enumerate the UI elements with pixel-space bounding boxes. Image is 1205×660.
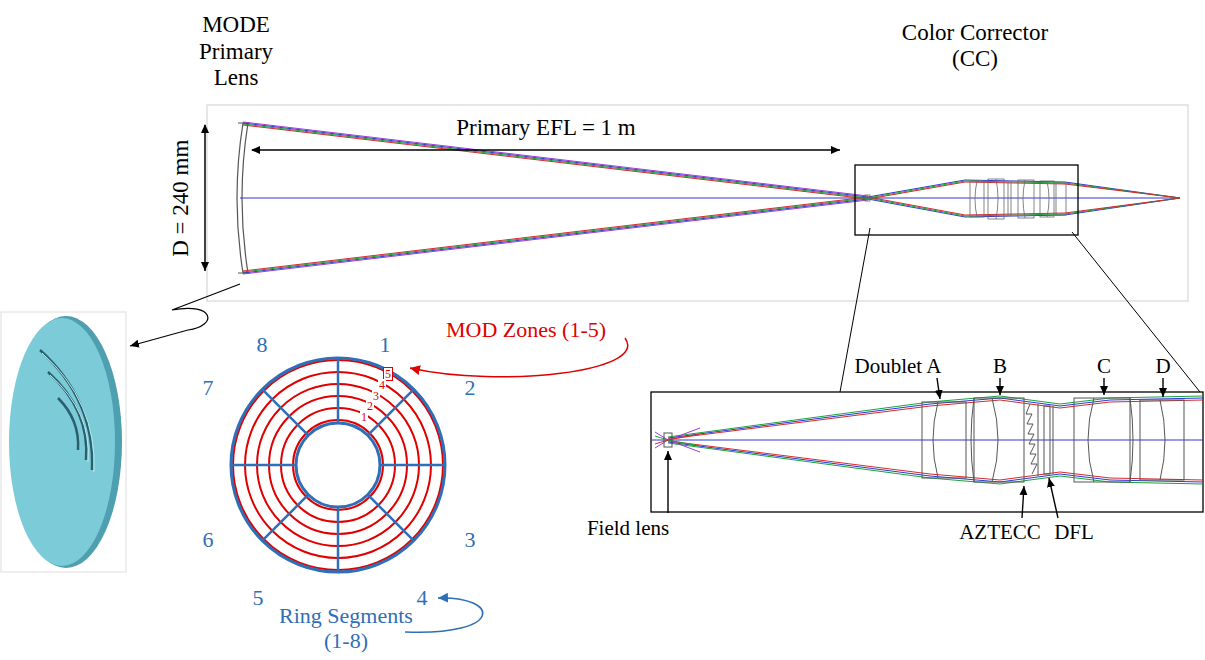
segment-divider: [231, 464, 296, 467]
diameter-dimension: [204, 125, 206, 271]
segment-number: 7: [203, 375, 214, 400]
part-label: B: [993, 354, 1007, 378]
zone-number: 1: [360, 411, 368, 423]
zoom-lenses: [664, 398, 1184, 482]
dimension-label: D = 240 mm: [169, 139, 195, 256]
segment-divider: [337, 507, 340, 572]
segment-number: 3: [465, 527, 476, 552]
zones-pointer: [410, 338, 628, 377]
segment-number: 5: [253, 585, 264, 610]
part-title: MODE Primary Lens: [190, 12, 282, 91]
zoom-panel: [651, 392, 1203, 512]
zoom-rays: [651, 396, 1203, 484]
dimension-label: Primary EFL = 1 m: [456, 115, 636, 141]
zoom-line: [1072, 232, 1200, 392]
segment-divider: [368, 389, 414, 435]
segment-divider: [262, 389, 308, 435]
doublet-a: [922, 402, 966, 478]
render-frame: [1, 312, 126, 572]
part-title: Color Corrector (CC): [890, 20, 1060, 73]
field-lens: [664, 433, 672, 447]
segment-number: 1: [380, 332, 391, 357]
segment-number: 6: [203, 527, 214, 552]
zone-title: MOD Zones (1-5): [446, 317, 606, 342]
part-label: AZTECC: [959, 520, 1041, 544]
segments-title: Ring Segments (1-8): [271, 603, 421, 654]
ray-bundle: [240, 122, 1180, 274]
doublet-d: [1140, 400, 1184, 480]
segment-divider: [262, 495, 308, 541]
mode-lens-render: [9, 316, 122, 568]
segment-divider: [337, 358, 340, 423]
segment-divider: [368, 495, 414, 541]
leader-line: [130, 284, 240, 346]
part-label: C: [1097, 354, 1111, 378]
zone-diagram: [231, 358, 445, 572]
part-label: Field lens: [587, 516, 669, 540]
doublet-b: [971, 398, 1024, 482]
segment-number: 2: [465, 375, 476, 400]
cc-lenses: [865, 179, 1066, 219]
efl-dimension: [252, 149, 840, 151]
dfl: [1044, 406, 1053, 474]
cc-box: [855, 165, 1078, 235]
part-label: D: [1155, 354, 1170, 378]
part-label: Doublet A: [855, 354, 942, 378]
segment-number: 4: [417, 585, 428, 610]
aztecc: [1026, 404, 1038, 476]
segment-number: 8: [257, 332, 268, 357]
system-frame: [207, 105, 1188, 301]
callout-arrows: [668, 378, 1163, 518]
doublet-c: [1074, 398, 1133, 482]
part-label: DFL: [1054, 520, 1094, 544]
segment-divider: [380, 464, 445, 467]
